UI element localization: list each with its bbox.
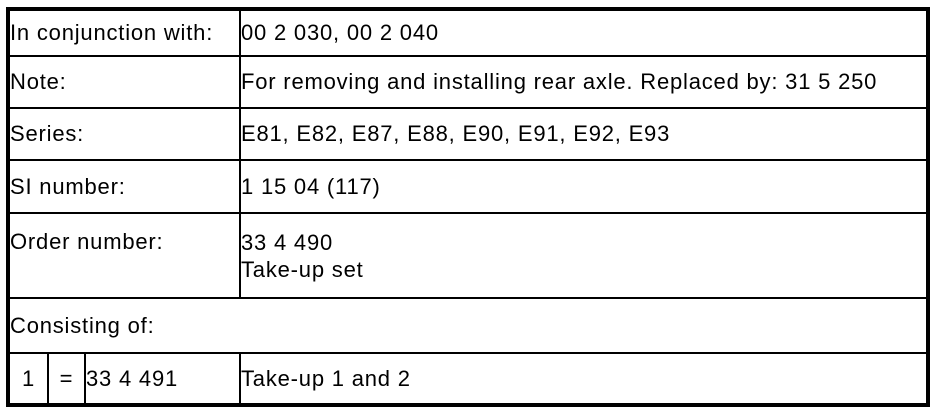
row-value-series: E81, E82, E87, E88, E90, E91, E92, E93 (239, 107, 929, 161)
row-label-in-conjunction-with: In conjunction with: (7, 8, 241, 57)
item-equals-sign: = (47, 352, 86, 406)
table-row: Series: E81, E82, E87, E88, E90, E91, E9… (7, 107, 929, 161)
row-label-note: Note: (7, 55, 241, 109)
row-value-si-number: 1 15 04 (117) (239, 159, 929, 214)
row-value-order-number: 33 4 490 Take-up set (239, 212, 929, 299)
tool-info-table: In conjunction with: 00 2 030, 00 2 040 … (6, 7, 930, 407)
table-row: SI number: 1 15 04 (117) (7, 159, 929, 214)
row-value-in-conjunction-with: 00 2 030, 00 2 040 (239, 8, 929, 57)
row-value-note: For removing and installing rear axle. R… (239, 55, 929, 109)
table-row: Note: For removing and installing rear a… (7, 55, 929, 109)
table-row: Consisting of: (7, 297, 929, 354)
item-index: 1 (7, 352, 49, 406)
table-row: Order number: 33 4 490 Take-up set (7, 212, 929, 299)
table-row: 1 = 33 4 491 Take-up 1 and 2 (7, 352, 929, 406)
item-part-number: 33 4 491 (84, 352, 241, 406)
item-description: Take-up 1 and 2 (239, 352, 929, 406)
row-label-series: Series: (7, 107, 241, 161)
order-number-description: Take-up set (241, 256, 364, 282)
row-label-si-number: SI number: (7, 159, 241, 214)
order-number-value: 33 4 490 (241, 229, 334, 255)
table-row: In conjunction with: 00 2 030, 00 2 040 (7, 8, 929, 57)
section-header-consisting-of: Consisting of: (7, 297, 929, 354)
row-label-order-number: Order number: (7, 212, 241, 299)
